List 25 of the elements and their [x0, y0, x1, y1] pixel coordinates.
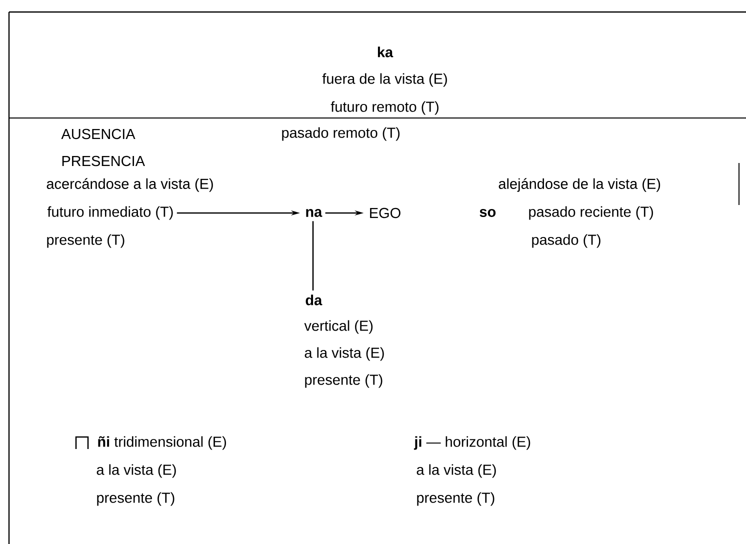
- meaning-label: pasado reciente (T): [529, 206, 653, 220]
- meaning-label: a la vista (E): [304, 347, 384, 361]
- term-text: futuro inmediato (T): [47, 206, 173, 220]
- meaning-label: presente (T): [97, 492, 174, 506]
- meaning-label: a la vista (E): [416, 464, 496, 478]
- meaning-label: presente (T): [417, 492, 494, 506]
- category-label: AUSENCIA: [61, 128, 136, 140]
- term-text: EGO: [370, 208, 400, 218]
- meaning-label: pasado remoto (T): [282, 127, 400, 141]
- meaning-label: acercándose a la vista (E): [46, 178, 213, 192]
- term-label: ka: [378, 46, 394, 58]
- meaning-label: fuera de la vista (E): [322, 73, 447, 87]
- meaning-label: pasado (T): [532, 234, 600, 248]
- term-text: na: [306, 209, 322, 217]
- category-label: PRESENCIA: [62, 156, 145, 166]
- meaning-label: presente (T): [305, 374, 382, 388]
- meaning-label: vertical (E): [304, 320, 373, 334]
- meaning-label: presente (T): [47, 234, 124, 248]
- meaning-label: a la vista (E): [96, 464, 176, 478]
- meaning-label: alejándose de la vista (E): [498, 178, 660, 192]
- meaning-label: ñi tridimensional (E): [98, 436, 226, 450]
- meaning-label: ji — horizontal (E): [414, 436, 530, 450]
- term-text: da: [306, 294, 322, 306]
- term-label: so: [480, 209, 496, 217]
- meaning-label: futuro remoto (T): [330, 101, 438, 115]
